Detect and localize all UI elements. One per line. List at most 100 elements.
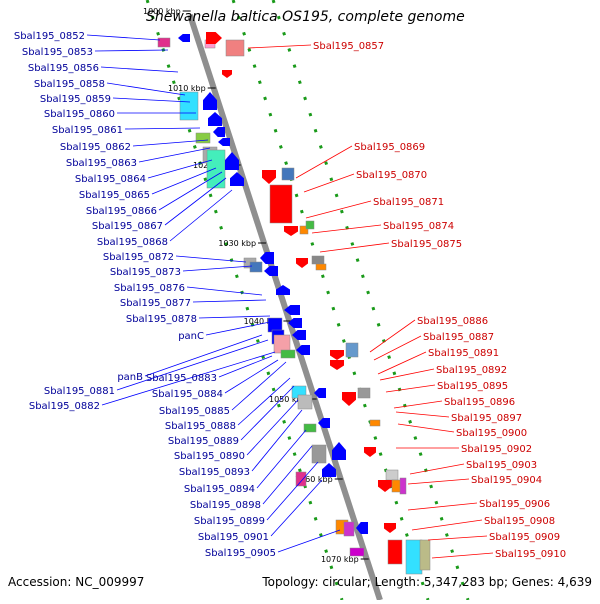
reverse-leader-line	[164, 177, 227, 226]
reverse-gene-label[interactable]: Sbal195_0899	[194, 516, 265, 527]
forward-gene-glyph	[330, 360, 344, 370]
reverse-gene-label[interactable]: Sbal195_0885	[159, 406, 230, 417]
reverse-gene-label[interactable]: Sbal195_0865	[79, 190, 150, 201]
reverse-gene-label[interactable]: panC	[178, 331, 204, 342]
reverse-gene-glyph	[260, 252, 274, 264]
reverse-gene-label[interactable]: Sbal195_0876	[114, 283, 185, 294]
forward-gene-label[interactable]: Sbal195_0857	[313, 41, 384, 52]
reverse-gene-label[interactable]: Sbal195_0862	[60, 142, 131, 153]
reverse-gene-label[interactable]: Sbal195_0878	[126, 314, 197, 325]
forward-gene-label[interactable]: Sbal195_0874	[383, 221, 454, 232]
genome-backbone	[187, 14, 383, 601]
forward-gene-label[interactable]: Sbal195_0903	[466, 460, 537, 471]
reverse-leader-line	[182, 265, 253, 272]
reverse-gene-label[interactable]: Sbal195_0890	[174, 451, 245, 462]
reverse-gene-glyph	[314, 388, 326, 398]
forward-gene-label[interactable]: Sbal195_0891	[428, 348, 499, 359]
reverse-gene-label[interactable]: Sbal195_0881	[44, 386, 115, 397]
reverse-gene-label[interactable]: panB	[117, 372, 143, 383]
reverse-gene-glyph	[311, 444, 327, 464]
reverse-leader-line	[218, 355, 273, 378]
reverse-leader-line	[169, 189, 233, 242]
forward-gene-label[interactable]: Sbal195_0871	[373, 197, 444, 208]
reverse-gene-label[interactable]: Sbal195_0873	[110, 267, 181, 278]
reverse-gene-glyph	[318, 418, 330, 428]
reverse-gene-glyph	[178, 34, 190, 42]
reverse-gene-label[interactable]: Sbal195_0883	[146, 373, 217, 384]
reverse-gene-label[interactable]: Sbal195_0877	[120, 298, 191, 309]
reverse-gene-label[interactable]: Sbal195_0856	[28, 63, 99, 74]
forward-gene-label[interactable]: Sbal195_0895	[437, 381, 508, 392]
reverse-gene-label[interactable]: Sbal195_0853	[22, 47, 93, 58]
forward-gene-glyph	[342, 392, 356, 406]
reverse-gene-glyph	[284, 305, 300, 315]
reverse-gene-glyph	[295, 471, 307, 487]
reverse-gene-label[interactable]: Sbal195_0863	[66, 158, 137, 169]
forward-gene-label[interactable]: Sbal195_0896	[444, 397, 515, 408]
reverse-gene-label[interactable]: Sbal195_0852	[14, 31, 85, 42]
reverse-leader-line	[237, 377, 291, 426]
forward-leader-line	[431, 552, 494, 559]
reverse-gene-glyph	[280, 349, 296, 359]
ruler-label: 1010 kbp	[168, 84, 206, 93]
reverse-gene-label[interactable]: Sbal195_0858	[34, 79, 105, 90]
forward-gene-label[interactable]: Sbal195_0870	[356, 170, 427, 181]
reverse-gene-glyph	[276, 285, 290, 295]
ruler-label: 1030 kbp	[218, 239, 256, 248]
forward-gene-label[interactable]: Sbal195_0886	[417, 316, 488, 327]
forward-leader-line	[377, 351, 427, 375]
forward-gene-label[interactable]: Sbal195_0892	[436, 365, 507, 376]
forward-gene-label[interactable]: Sbal195_0910	[495, 549, 566, 560]
reverse-gene-label[interactable]: Sbal195_0894	[184, 484, 255, 495]
reverse-gene-label[interactable]: Sbal195_0884	[152, 389, 223, 400]
reverse-gene-glyph	[206, 149, 226, 189]
forward-leader-line	[385, 384, 436, 393]
reverse-gene-glyph	[343, 521, 355, 537]
reverse-gene-glyph	[203, 92, 217, 110]
reverse-gene-label[interactable]: Sbal195_0868	[97, 237, 168, 248]
reverse-gene-label[interactable]: Sbal195_0882	[29, 401, 100, 412]
forward-gene-label[interactable]: Sbal195_0875	[391, 239, 462, 250]
forward-gene-label[interactable]: Sbal195_0887	[423, 332, 494, 343]
forward-gene-glyph	[378, 480, 392, 492]
forward-gene-label[interactable]: Sbal195_0908	[484, 516, 555, 527]
reverse-gene-glyph	[208, 112, 222, 126]
forward-gene-glyph	[357, 387, 371, 399]
forward-gene-label[interactable]: Sbal195_0897	[451, 413, 522, 424]
reverse-leader-line	[86, 34, 161, 41]
forward-leader-line	[379, 368, 435, 381]
forward-gene-glyph	[222, 70, 232, 78]
forward-gene-glyph	[315, 263, 327, 271]
reverse-gene-label[interactable]: Sbal195_0893	[179, 467, 250, 478]
reverse-gene-glyph	[264, 266, 278, 276]
reverse-gene-label[interactable]: Sbal195_0872	[103, 252, 174, 263]
reverse-leader-line	[224, 359, 279, 394]
reverse-gene-label[interactable]: Sbal195_0901	[198, 532, 269, 543]
forward-gene-label[interactable]: Sbal195_0900	[456, 428, 527, 439]
accession-text: Accession: NC_009997	[8, 575, 145, 589]
forward-gene-glyph	[311, 255, 325, 265]
reverse-leader-line	[240, 385, 295, 441]
forward-gene-label[interactable]: Sbal195_0902	[461, 444, 532, 455]
reverse-gene-label[interactable]: Sbal195_0859	[40, 94, 111, 105]
ruler-label: 1070 kbp	[321, 555, 359, 564]
forward-gene-label[interactable]: Sbal195_0906	[479, 499, 550, 510]
reverse-gene-label[interactable]: Sbal195_0861	[52, 125, 123, 136]
reverse-leader-line	[175, 255, 247, 263]
reverse-gene-label[interactable]: Sbal195_0864	[75, 174, 146, 185]
reverse-gene-label[interactable]: Sbal195_0860	[44, 109, 115, 120]
reverse-gene-label[interactable]: Sbal195_0888	[165, 421, 236, 432]
forward-gene-label[interactable]: Sbal195_0904	[471, 475, 542, 486]
forward-leader-line	[397, 423, 455, 433]
reverse-gene-label[interactable]: Sbal195_0898	[190, 500, 261, 511]
forward-gene-label[interactable]: Sbal195_0909	[489, 532, 560, 543]
reverse-gene-label[interactable]: Sbal195_0889	[168, 436, 239, 447]
reverse-gene-label[interactable]: Sbal195_0866	[86, 206, 157, 217]
reverse-gene-label[interactable]: Sbal195_0867	[92, 221, 163, 232]
reverse-gene-label[interactable]: Sbal195_0905	[205, 548, 276, 559]
reverse-leader-line	[147, 159, 213, 179]
forward-gene-glyph	[385, 469, 399, 481]
forward-gene-label[interactable]: Sbal195_0869	[354, 142, 425, 153]
forward-gene-glyph	[364, 447, 376, 457]
reverse-leader-line	[101, 351, 276, 406]
